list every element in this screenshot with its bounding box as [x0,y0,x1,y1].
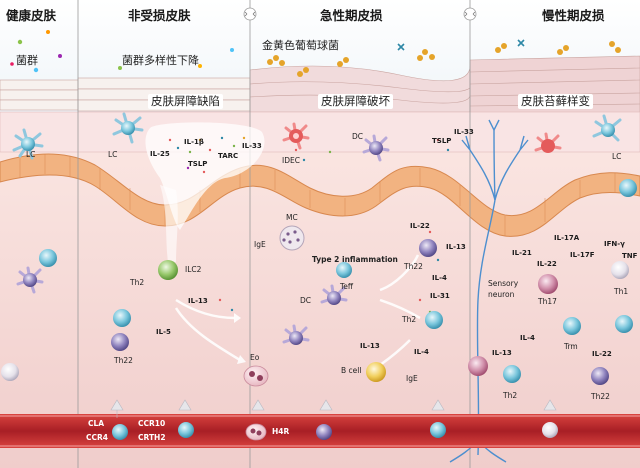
divider-arrow-icon [243,7,477,21]
il4-2-label: IL-4 [414,348,429,356]
migration-arrows [110,399,557,418]
cla-label: CLA [88,419,105,428]
th17-label: Th17 [538,297,557,306]
arrow-heads [234,313,246,364]
sensory-neuron [449,119,529,463]
ilc2-stream [160,185,178,262]
th22-3-label: Th22 [591,392,610,401]
eosinophil [243,365,269,387]
dc-lower [282,324,310,345]
tnf-label: TNF [622,252,638,260]
s-aureus-label: 金黄色葡萄球菌 [262,39,339,52]
h4r-label: H4R [272,427,290,436]
dc-top-label: DC [352,132,364,141]
th17-cell [538,274,558,294]
flow-arrows [174,254,421,367]
dc-mid [320,284,348,305]
upper-epidermis [0,111,640,153]
diversity-label: 菌群多样性下降 [122,54,199,67]
langerhans-cell-left [12,128,44,160]
il25-label: IL-25 [150,150,170,158]
ilc2-cell [158,260,178,280]
b-cell [366,362,386,382]
microbiota-label: 菌群 [16,54,38,67]
sensory-label-2: neuron [488,290,515,299]
idec-label: IDEC [282,156,300,165]
barrier-disruption-label: 皮肤屏障破坏 [318,94,393,109]
il13-4-label: IL-13 [492,349,512,357]
lymphocytes-cyan [39,179,637,440]
il13-2-label: IL-13 [446,243,466,251]
th1-label: Th1 [614,287,629,296]
eo-label: Eo [250,353,260,362]
bcell-label: B cell [341,366,362,375]
ilc2-label: ILC2 [185,265,202,274]
il1b-label: IL-1β [184,138,204,146]
trm-label: Trm [564,342,578,351]
ifng-label: IFN-γ [604,240,625,248]
langerhans-cell-mid [112,112,144,144]
dc-top [362,134,390,162]
il22-2-label: IL-22 [537,260,557,268]
dc-chronic [534,132,562,153]
th22-1-label: Th22 [114,356,133,365]
il17f-label: IL-17F [570,251,595,259]
crth2-label: CRTH2 [138,433,166,442]
ige-1-label: IgE [254,240,266,249]
il31-label: IL-31 [430,292,450,300]
stage-title-acute: 急性期皮损 [320,8,383,23]
lichenification-label: 皮肤苔藓样变 [518,94,593,109]
ccr4-label: CCR4 [86,433,109,442]
lc-left-label: LC [26,150,36,159]
dc-left-dermis [16,266,44,294]
stage-title-chronic: 慢性期皮损 [542,8,605,23]
ige-2-label: IgE [406,374,418,383]
sensory-label-1: Sensory [488,279,519,288]
tslp-2-label: TSLP [432,137,452,145]
neuron-cell [468,356,488,376]
eosinophil-vessel [245,423,267,441]
il4-3-label: IL-4 [520,334,535,342]
il5-label: IL-5 [156,328,171,336]
lc-right-label: LC [612,152,622,161]
ccr10-label: CCR10 [138,419,166,428]
langerhans-cell-right [592,114,622,142]
il4-1-label: IL-4 [432,274,447,282]
barrier-defect-label: 皮肤屏障缺陷 [148,94,223,109]
th2-2-label: Th2 [402,315,417,324]
mast-cell [279,225,305,251]
th22-2-label: Th22 [404,262,423,271]
il22-1-label: IL-22 [410,222,430,230]
il21-label: IL-21 [512,249,532,257]
il13-3-label: IL-13 [360,342,380,350]
th1-cell [611,261,629,279]
microbiota-dots [10,30,621,77]
stage-title-healthy: 健康皮肤 [6,8,57,23]
basal-cell-lines [19,154,616,236]
th2-3-label: Th2 [503,391,518,400]
stage-dividers [77,0,471,468]
th2-1-label: Th2 [130,278,145,287]
il22-3-label: IL-22 [592,350,612,358]
stage-title-nonlesional: 非受损皮肤 [128,8,191,23]
tslp-1-label: TSLP [188,160,208,168]
il17a-label: IL-17A [554,234,580,242]
dc-mid-label: DC [300,296,312,305]
mc-label: MC [286,213,298,222]
tarc-label: TARC [218,152,239,160]
idec-cell [282,122,310,150]
il13-1-label: IL-13 [188,297,208,305]
lc-mid-label: LC [108,150,118,159]
il33-1-label: IL-33 [242,142,262,150]
il33-2-label: IL-33 [454,128,474,136]
teff-label: Teff [340,282,354,291]
type2-label: Type 2 inflammation [312,255,398,264]
white-cells [1,363,558,438]
